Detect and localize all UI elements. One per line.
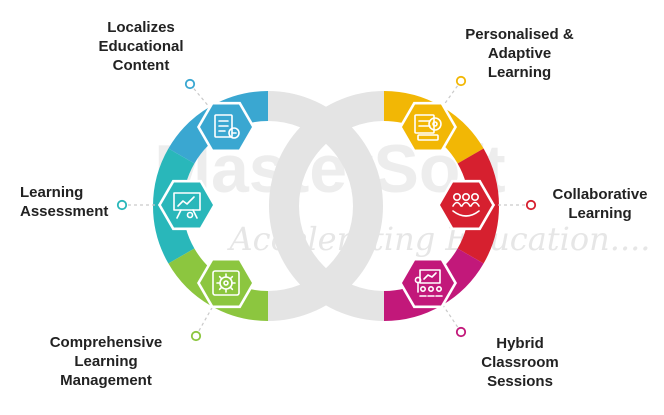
label-personalised-adaptive-learning: Personalised & Adaptive Learning — [465, 26, 574, 81]
comprehensive-learning-management-dot — [190, 330, 202, 342]
collaborative-learning-hex — [440, 182, 492, 228]
label-hybrid-classroom-sessions: Hybrid Classroom Sessions — [481, 335, 559, 390]
collaborative-learning-dot — [525, 199, 537, 211]
assessment-board-icon — [173, 192, 201, 219]
localizes-educational-content-badge — [197, 101, 255, 153]
label-localizes-educational-content: Localizes Educational Content — [98, 19, 184, 74]
learning-assessment-badge — [158, 179, 216, 231]
label-learning-assessment: Learning Assessment — [20, 184, 109, 220]
localizes-educational-content-dot — [184, 78, 196, 90]
collaborative-learning-badge — [437, 179, 495, 231]
localizes-educational-content-hex — [200, 104, 252, 150]
label-collaborative-learning: Collaborative Learning — [552, 186, 648, 222]
personalised-adaptive-learning-dot — [455, 75, 467, 87]
hybrid-classroom-sessions-dot — [455, 326, 467, 338]
collaboration-group-icon — [452, 193, 480, 217]
management-gear-icon — [212, 270, 240, 296]
left-ring-gray-arc — [267, 91, 383, 321]
document-content-icon — [214, 114, 240, 139]
hybrid-classroom-sessions-badge — [399, 257, 457, 309]
classroom-session-icon — [414, 269, 443, 297]
label-comprehensive-learning-management: Comprehensive Learning Management — [49, 334, 163, 389]
adaptive-learning-icon — [414, 114, 442, 141]
learning-assessment-dot — [116, 199, 128, 211]
personalised-adaptive-learning-badge — [399, 101, 457, 153]
comprehensive-learning-management-badge — [197, 257, 255, 309]
